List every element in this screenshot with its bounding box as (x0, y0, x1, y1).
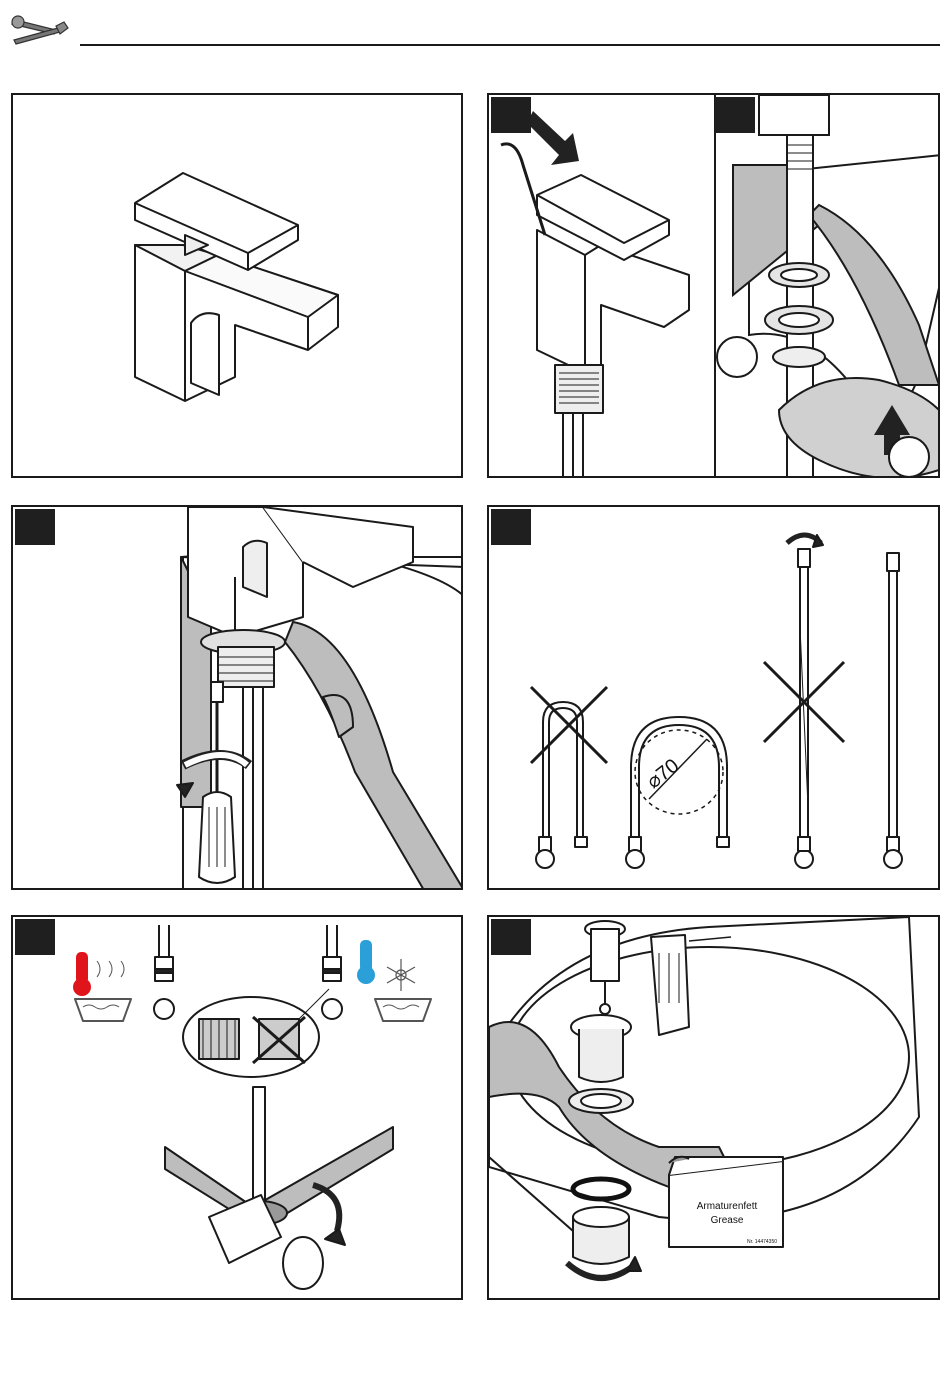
panel-faucet-overview (11, 93, 463, 478)
grease-label-en: Grease (687, 1215, 767, 1226)
tools-icon (8, 10, 70, 50)
grease-label-de: Armaturenfett (687, 1201, 767, 1212)
header-rule (80, 44, 940, 46)
panel-step-drain: Armaturenfett Grease Nr. 14474350 (487, 915, 940, 1300)
panel-step-hose: ⌀70 (487, 505, 940, 890)
panel-step-connect (11, 915, 463, 1300)
panel-step-tighten (11, 505, 463, 890)
step-number-box (491, 97, 531, 133)
step-number-box (15, 919, 55, 955)
faucet-illustration (13, 95, 463, 478)
grease-part-number: Nr. 14474350 (747, 1239, 777, 1245)
step-number-box (15, 509, 55, 545)
panel-step-lever (487, 93, 940, 478)
step-number-box (491, 919, 531, 955)
step-number-box (491, 509, 531, 545)
step-number-box (715, 97, 755, 133)
